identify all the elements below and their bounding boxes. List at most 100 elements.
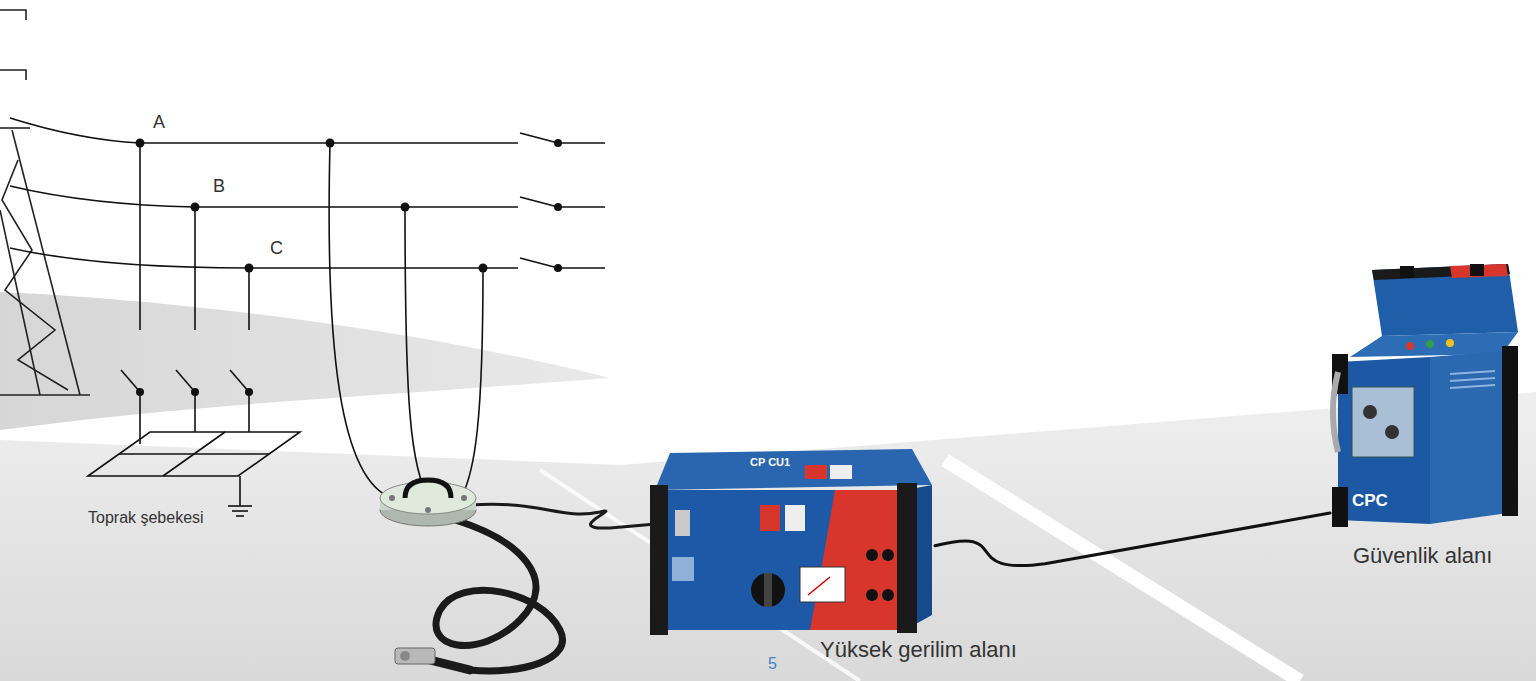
coupling-unit-outline [866, 589, 878, 601]
junction-dots [401, 203, 410, 212]
test-set-outline [1446, 339, 1454, 347]
area-label: Yüksek gerilim alanı [820, 637, 1017, 662]
coupling-clamp [389, 495, 395, 501]
earthing-switches [194, 392, 196, 432]
test-leads [405, 207, 430, 500]
transmission-tower [0, 10, 26, 20]
coupling-unit-outline [655, 449, 932, 490]
junction-dots [554, 203, 562, 211]
transmission-tower [0, 10, 90, 395]
test-set-outline [1352, 387, 1414, 457]
coupling-unit-outline [866, 549, 878, 561]
test-set-outline [1332, 487, 1348, 527]
transmission-tower [0, 70, 26, 80]
earth-grid [228, 505, 252, 507]
conductors [10, 118, 605, 268]
coupling-unit-outline [751, 573, 785, 607]
conductors [10, 186, 518, 207]
coupling-unit-outline [760, 505, 780, 531]
earthing-switches [121, 143, 249, 444]
earth-grid [236, 515, 244, 517]
test-set-outline [1372, 264, 1510, 280]
junction-dots [136, 388, 144, 396]
earthing-switches [176, 370, 195, 392]
clamp-cable [436, 520, 562, 671]
test-set-outline [1450, 264, 1508, 278]
junction-dots [136, 139, 145, 148]
floor [0, 292, 610, 430]
test-set: CPC [1330, 262, 1525, 532]
grounding-clamp [395, 648, 435, 664]
test-set-outline [1450, 378, 1495, 381]
test-set-outline [1450, 385, 1495, 388]
junction-dots [479, 264, 488, 273]
transmission-tower [12, 130, 80, 395]
earth-grid [232, 510, 248, 512]
coupling-clamp [380, 480, 476, 526]
coupling-unit-outline [810, 490, 905, 630]
coupling-clamp [380, 482, 476, 514]
coupling-unit-outline [830, 465, 852, 479]
area-label: Güvenlik alanı [1353, 543, 1492, 568]
junction-dots [136, 139, 563, 397]
test-set-outline [1450, 371, 1495, 374]
test-set-outline [1502, 346, 1518, 516]
device-label: CP CU1 [750, 457, 790, 468]
conductors [558, 267, 605, 269]
earthing-switches [139, 143, 141, 330]
ground-label: Toprak şebekesi [88, 509, 204, 527]
test-set-outline [1385, 425, 1399, 439]
test-leads [329, 143, 483, 500]
test-set-outline [1363, 405, 1377, 419]
conductors [558, 142, 605, 144]
test-set-outline [1426, 340, 1434, 348]
grounding-clamp [395, 648, 435, 664]
coupling-unit-outline [675, 510, 690, 536]
earth-grid [88, 432, 300, 516]
coupling-unit-outline [785, 505, 805, 531]
test-leads [329, 143, 392, 498]
earth-grid [88, 432, 300, 476]
earthing-switches [139, 392, 141, 444]
earth-grid [163, 432, 225, 476]
coupling-unit-outline [764, 573, 772, 607]
device-label: CPC [1352, 492, 1388, 509]
coupling-unit-outline [650, 445, 935, 635]
phase-label: C [270, 238, 283, 259]
clamp-cable [430, 504, 656, 671]
floor [0, 292, 1536, 681]
connection-cable [935, 513, 1330, 565]
coupling-unit-outline [650, 485, 668, 635]
transmission-tower [0, 127, 30, 129]
earthing-switches [230, 370, 249, 392]
coupling-unit-outline [882, 549, 894, 561]
test-leads [462, 268, 483, 496]
coupling-clamp [461, 495, 467, 501]
coupling-unit-outline [800, 567, 845, 602]
junction-dots [191, 203, 200, 212]
junction-dots [554, 139, 562, 147]
test-set-outline [1470, 264, 1484, 276]
earthing-switches [121, 370, 140, 392]
test-set-outline [1400, 266, 1414, 278]
clamp-cable [470, 504, 656, 528]
coupling-clamp [425, 507, 431, 513]
phase-label: A [153, 112, 165, 133]
conductors [10, 118, 518, 143]
transmission-tower [0, 394, 90, 396]
coupling-unit-outline [805, 465, 827, 479]
junction-dots [554, 264, 562, 272]
test-set-outline [1333, 372, 1338, 452]
conductors [558, 206, 605, 208]
floor [0, 392, 1536, 681]
coupling-unit-outline [655, 490, 905, 630]
conductors [10, 248, 518, 268]
test-set-outline [1406, 342, 1414, 350]
earthing-switches [248, 268, 250, 330]
junction-dots [191, 388, 199, 396]
conductors [520, 258, 558, 268]
conductors [520, 133, 558, 143]
coupling-unit-outline [897, 483, 917, 633]
test-set-outline [1372, 264, 1518, 336]
